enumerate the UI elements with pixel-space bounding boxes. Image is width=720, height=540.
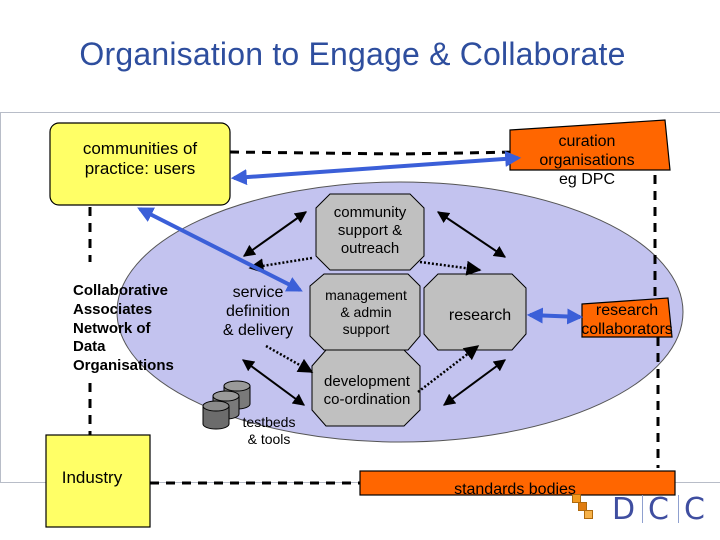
community-support-label: community support & outreach xyxy=(333,204,407,257)
logo-square-1 xyxy=(572,494,581,503)
development-label: development co-ordination xyxy=(323,373,411,408)
curation-label: curation organisations eg DPC xyxy=(539,133,635,189)
research-octagon xyxy=(423,273,527,351)
community-support-octagon xyxy=(315,193,425,271)
communities-box xyxy=(49,122,231,206)
title-divider xyxy=(0,112,720,113)
standards-label: standards bodies xyxy=(454,481,576,498)
research-label: research xyxy=(448,307,512,324)
research-collaborators-box xyxy=(581,297,673,338)
logo-square-2 xyxy=(578,502,587,511)
logo-divider-2 xyxy=(678,495,679,523)
management-label: management & admin support xyxy=(325,287,407,337)
dcc-logo: D C C xyxy=(572,492,718,528)
collaborative-label: Collaborative Associates Network of Data… xyxy=(73,282,174,374)
logo-letter-c1: C xyxy=(648,492,669,527)
logo-letter-c2: C xyxy=(684,492,705,527)
service-label: service definition & delivery xyxy=(222,284,294,340)
industry-box xyxy=(45,434,151,528)
development-octagon xyxy=(311,349,421,427)
standards-box xyxy=(359,470,676,496)
logo-letter-d: D xyxy=(612,492,636,527)
research-collaborators-label: research collaborators xyxy=(581,302,673,339)
blue-link-arrows xyxy=(137,150,584,325)
logo-square-3 xyxy=(584,510,593,519)
left-divider xyxy=(0,112,1,482)
testbeds-label: testbeds & tools xyxy=(242,414,296,447)
logo-divider-1 xyxy=(642,495,643,523)
communities-label: communities of practice: users xyxy=(82,139,198,179)
management-octagon xyxy=(309,273,421,351)
page-title: Organisation to Engage & Collaborate xyxy=(79,36,626,72)
industry-label: Industry xyxy=(61,468,123,487)
